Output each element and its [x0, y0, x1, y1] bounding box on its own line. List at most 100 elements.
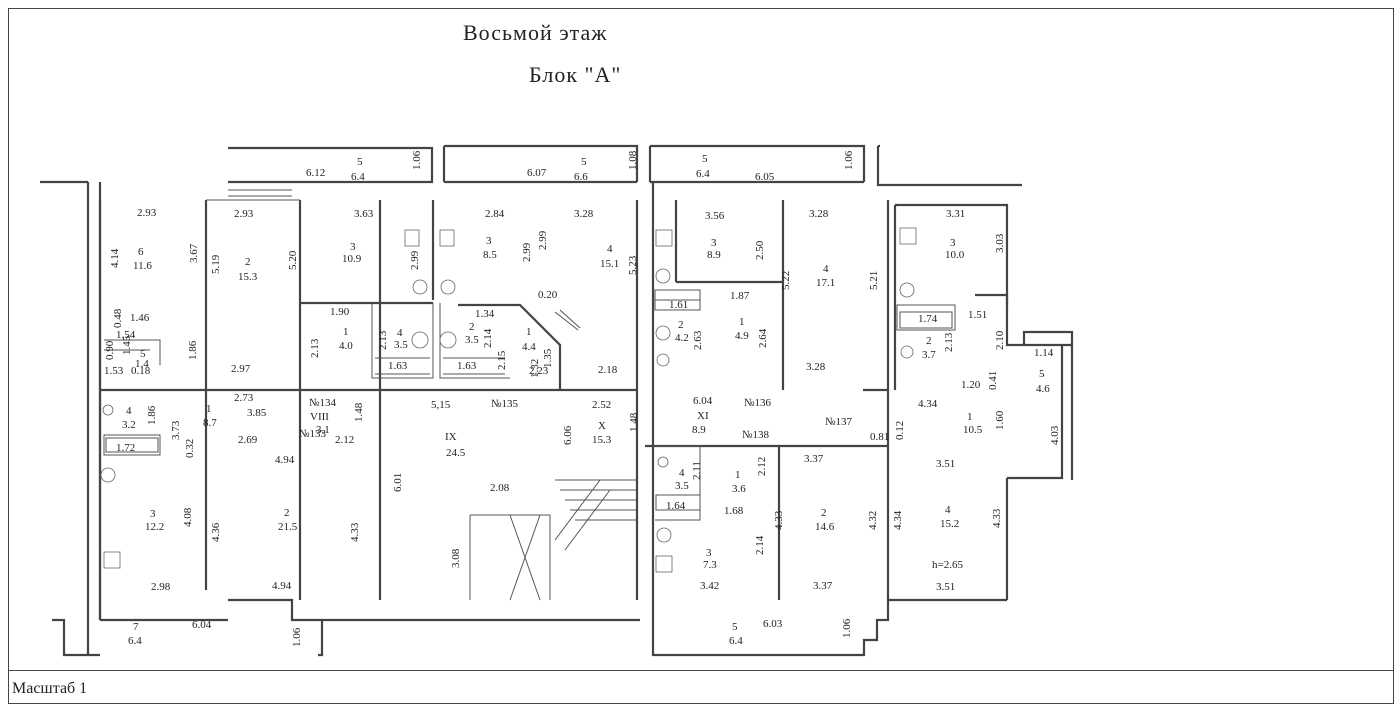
dimension-label: 6.01 [392, 473, 404, 492]
dimension-label: 2.98 [151, 581, 171, 593]
dimension-label: 1.08 [627, 150, 639, 170]
drawing-sheet [8, 8, 1394, 704]
toilet-icon [100, 467, 116, 483]
dimension-label: №134 [309, 397, 336, 409]
sink-icon [439, 331, 457, 349]
dimension-label: 17.1 [816, 277, 835, 289]
dimension-label: 4 [679, 467, 685, 479]
dimension-label: 2.08 [490, 482, 510, 494]
dimension-label: 8.9 [692, 424, 706, 436]
toilet-icon [412, 279, 428, 295]
dimension-label: 15.3 [592, 434, 612, 446]
scale-label: Масштаб 1 [12, 680, 88, 697]
dimension-label: 1.14 [1034, 347, 1054, 359]
dimension-label: 2.64 [757, 328, 769, 348]
dimension-label: 1.53 [104, 365, 124, 377]
stove-icon [655, 555, 673, 573]
dimension-label: 3.1 [316, 424, 330, 436]
dimension-label: 3.5 [675, 480, 689, 492]
dimension-label: 2 [926, 335, 932, 347]
dimension-label: 5 [357, 156, 363, 168]
dimension-label: 5 [1039, 368, 1045, 380]
dimension-label: 1.90 [330, 306, 350, 318]
dimension-label: 6 [138, 246, 144, 258]
dimension-label: 6.4 [351, 171, 365, 183]
dimension-label: 2.50 [754, 240, 766, 260]
toilet-icon [899, 282, 915, 298]
dimension-label: 5.21 [868, 271, 880, 290]
dimension-label: 3.37 [813, 580, 833, 592]
dimension-label: 5 [581, 156, 587, 168]
dimension-label: №136 [744, 397, 771, 409]
dimension-label: 1.60 [994, 410, 1006, 430]
sink-icon [657, 456, 669, 468]
dimension-label: 8.9 [707, 249, 721, 261]
dimension-label: 1 [526, 326, 532, 338]
dimension-label: 1.64 [666, 500, 686, 512]
block-title: Блок "А" [529, 62, 622, 87]
dimension-label: 1.68 [724, 505, 744, 517]
dimension-label: №133 [299, 428, 326, 440]
floor-title: Восьмой этаж [463, 20, 608, 45]
dimension-label: 4.14 [109, 248, 121, 268]
dimension-label: 5,15 [431, 399, 451, 411]
dimension-label: 3.28 [809, 208, 829, 220]
dimension-label: 6.07 [527, 167, 547, 179]
stove-icon [655, 229, 673, 247]
dimension-label: 3.7 [922, 349, 936, 361]
dimension-label: 3.5 [465, 334, 479, 346]
dimension-label: 6.12 [306, 167, 325, 179]
dimension-label: 5.20 [287, 250, 299, 270]
dimension-label: 3.28 [806, 361, 826, 373]
dimension-label: 3 [150, 508, 156, 520]
dimension-label: 2.99 [537, 230, 549, 250]
dimension-label: 1.35 [542, 348, 554, 368]
dimension-label: 6.4 [128, 635, 142, 647]
dimension-label: 1.63 [388, 360, 408, 372]
dimension-label: 3.5 [394, 339, 408, 351]
dimension-label: 5.22 [780, 271, 792, 290]
dimension-label: 1.63 [457, 360, 477, 372]
dimension-label: 2 [469, 321, 475, 333]
dimension-label: 3.28 [574, 208, 594, 220]
dimension-label: 2 [678, 319, 684, 331]
dimension-label: 3.63 [354, 208, 374, 220]
dimension-label: 2.11 [691, 461, 703, 480]
sink-icon [655, 325, 671, 341]
dimension-label: 3.6 [732, 483, 746, 495]
dimension-label: 4 [397, 327, 403, 339]
dimension-label: 3 [486, 235, 492, 247]
dimension-label: 4.6 [1036, 383, 1050, 395]
dimension-label: 1.20 [961, 379, 981, 391]
dimension-label: 4 [607, 243, 613, 255]
dimension-label: 1 [735, 469, 741, 481]
dimension-label: 4.9 [735, 330, 749, 342]
dimension-label: XI [697, 410, 709, 422]
footer-divider [8, 670, 1394, 671]
dimension-label: 2.23 [529, 365, 549, 377]
dimension-label: 0.20 [538, 289, 558, 301]
dimension-label: 1.06 [841, 618, 853, 638]
dimension-label: 6.03 [763, 618, 783, 630]
dimension-label: 2.13 [377, 330, 389, 350]
dimension-label: 2 [284, 507, 290, 519]
dimension-label: 3.2 [122, 419, 136, 431]
dimension-label: 5 [732, 621, 738, 633]
dimension-label: 3.73 [170, 420, 182, 440]
dimension-label: 3.31 [946, 208, 965, 220]
dimension-label: №135 [491, 398, 518, 410]
dimension-label: 2.93 [234, 208, 254, 220]
dimension-label: 4.94 [275, 454, 295, 466]
dimension-label: 2.99 [409, 250, 421, 270]
toilet-icon [655, 268, 671, 284]
dimension-label: 3.42 [700, 580, 719, 592]
dimension-label: 6.04 [192, 619, 212, 631]
dimension-label: 1.86 [187, 340, 199, 360]
toilet-icon [656, 527, 672, 543]
dimension-label: 2.13 [943, 332, 955, 352]
dimension-label: 4.36 [210, 522, 222, 542]
dimension-label: 4.08 [182, 507, 194, 527]
dimension-label: IX [445, 431, 457, 443]
dimension-label: 0.81 [870, 431, 889, 443]
